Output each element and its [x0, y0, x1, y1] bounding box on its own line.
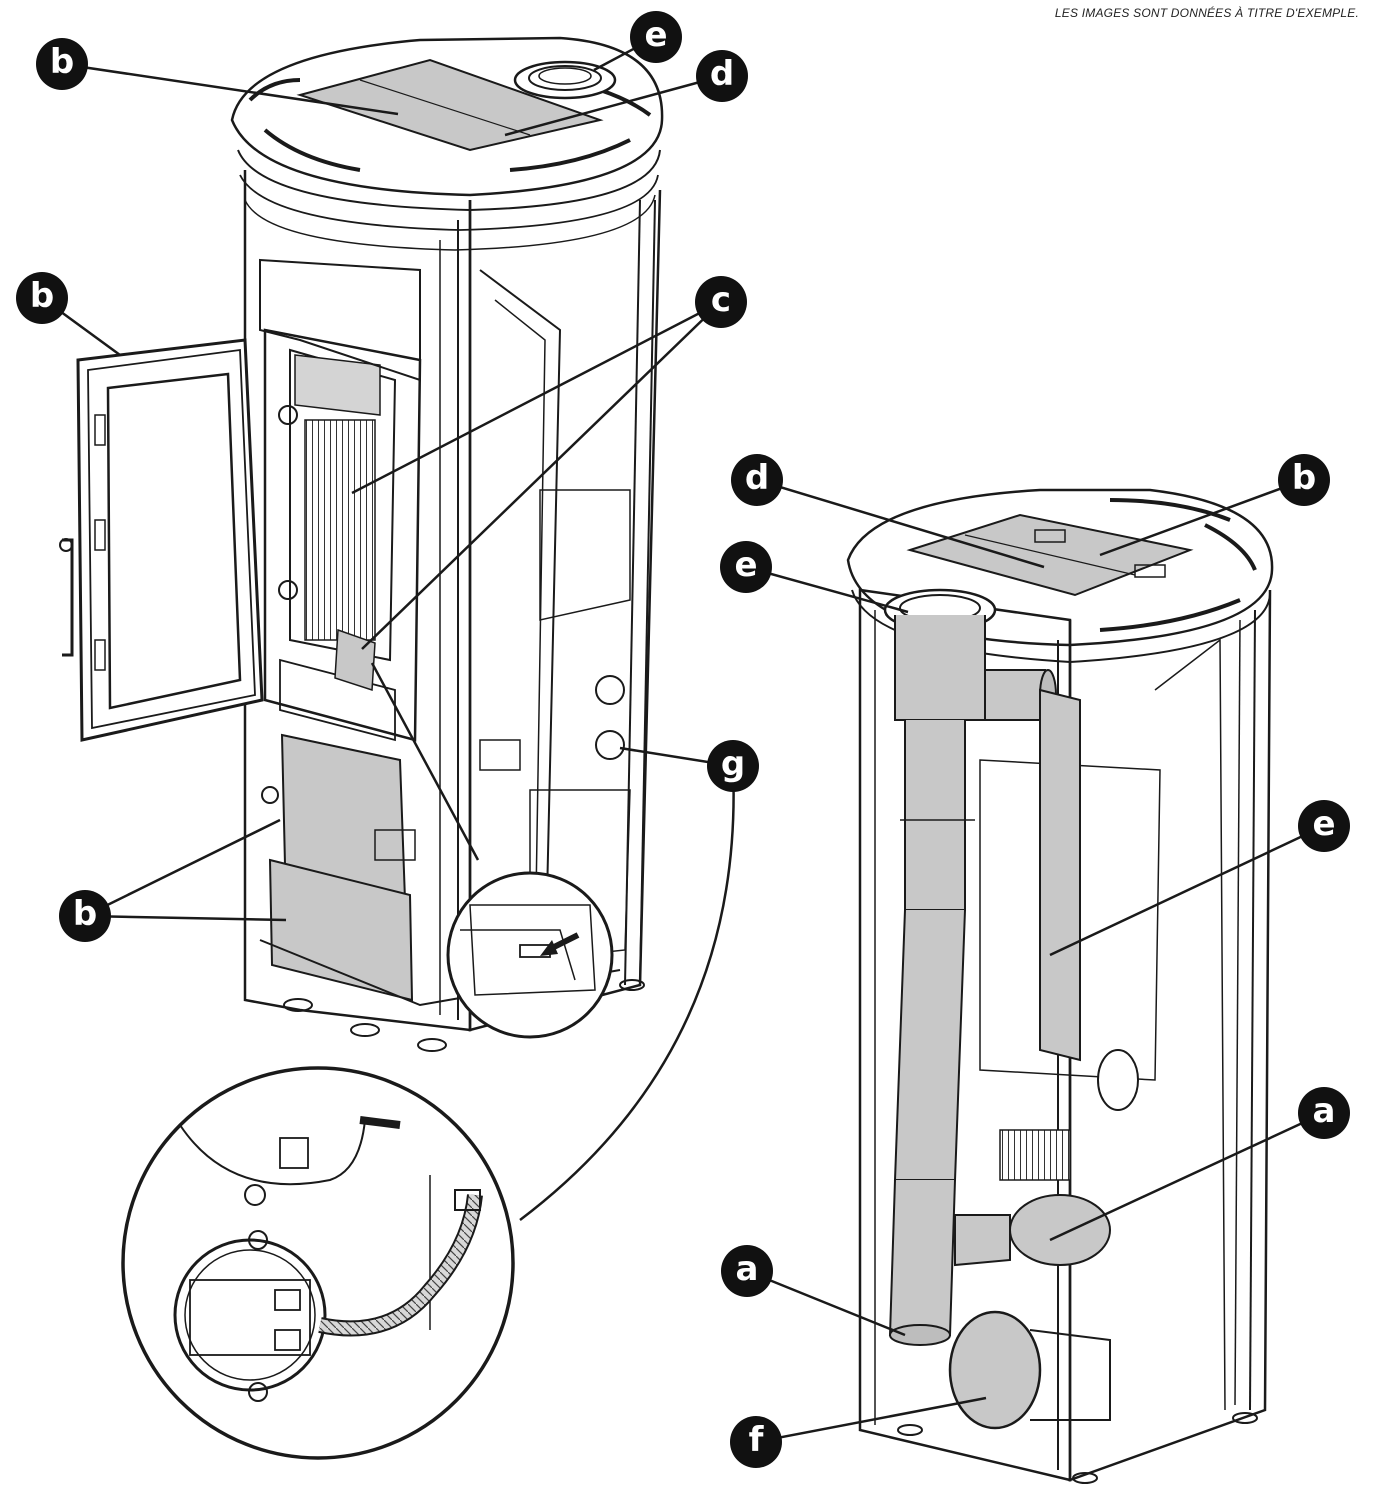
- label-b-right-text: b: [1292, 458, 1316, 498]
- label-b-lower: b: [59, 890, 111, 942]
- label-g-text: g: [721, 744, 745, 784]
- label-e-right-mid: e: [1298, 800, 1350, 852]
- label-e-top-left-text: e: [644, 15, 667, 55]
- label-c-text: c: [711, 280, 731, 320]
- label-a-right-upper-text: a: [1313, 1091, 1336, 1131]
- right-stove: [846, 488, 1274, 1484]
- label-d-top-left-text: d: [710, 54, 734, 94]
- disclaimer-caption: LES IMAGES SONT DONNÉES À TITRE D'EXEMPL…: [1054, 6, 1359, 20]
- label-a-right-upper: a: [1298, 1087, 1350, 1139]
- label-e-right-top: e: [720, 541, 772, 593]
- label-g: g: [707, 740, 759, 792]
- label-b-lower-text: b: [73, 894, 97, 934]
- label-e-right-top-text: e: [734, 545, 757, 585]
- label-b-top-left: b: [36, 38, 88, 90]
- label-a-right-lower: a: [721, 1245, 773, 1297]
- label-a-right-lower-text: a: [736, 1249, 759, 1289]
- label-f-text: f: [749, 1420, 765, 1460]
- label-e-right-mid-text: e: [1312, 804, 1335, 844]
- label-d-top-left: d: [696, 50, 748, 102]
- label-c: c: [695, 276, 747, 328]
- pressure-switch-inset: [121, 1066, 515, 1460]
- label-b-right: b: [1278, 454, 1330, 506]
- label-b-door: b: [16, 272, 68, 324]
- label-b-door-text: b: [30, 276, 54, 316]
- label-d-right-text: d: [745, 458, 769, 498]
- label-b-top-left-text: b: [50, 42, 74, 82]
- label-d-right: d: [731, 454, 783, 506]
- left-stove: [230, 36, 664, 1052]
- ash-detail-inset: [446, 871, 614, 1039]
- label-f: f: [730, 1416, 782, 1468]
- left-door: [59, 338, 264, 742]
- label-e-top-left: e: [630, 11, 682, 63]
- leader-lines: [41, 35, 1325, 1444]
